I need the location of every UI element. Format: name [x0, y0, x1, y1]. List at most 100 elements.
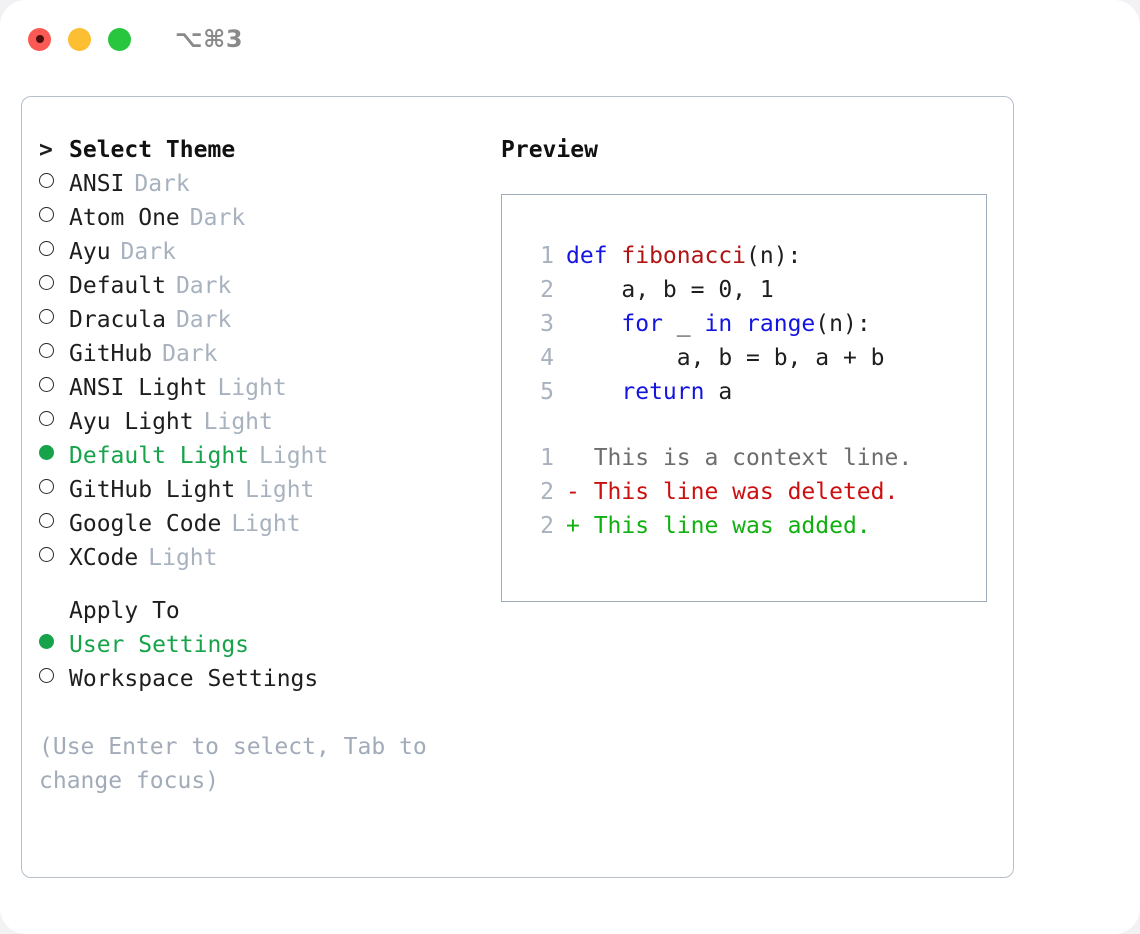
code-token-kw: for: [621, 311, 663, 337]
radio-unselected-icon[interactable]: [39, 547, 69, 565]
theme-variant-tag: Light: [231, 511, 301, 537]
radio-glyph: [39, 275, 54, 290]
keyboard-shortcut-label: ⌥⌘3: [175, 25, 244, 53]
code-token-kw: return: [621, 379, 705, 405]
diff-sign: [566, 441, 580, 475]
preview-gap: [520, 409, 986, 441]
code-line: 3 for _ in range(n):: [520, 307, 986, 341]
close-button[interactable]: [28, 27, 51, 51]
diff-line-text: This is a context line.: [579, 445, 913, 471]
radio-unselected-icon[interactable]: [39, 377, 69, 395]
diff-line-ctx: 1 This is a context line.: [520, 441, 986, 475]
theme-variant-tag: Light: [203, 409, 273, 435]
diff-line-number: 2: [540, 479, 554, 505]
radio-unselected-icon[interactable]: [39, 241, 69, 259]
radio-unselected-icon[interactable]: [39, 479, 69, 497]
radio-glyph: [39, 513, 54, 528]
maximize-button[interactable]: [108, 27, 131, 51]
apply-to-option-workspace-settings[interactable]: Workspace Settings: [39, 666, 499, 700]
theme-variant-tag: Dark: [134, 171, 190, 197]
theme-option-label: Ayu Light: [69, 409, 194, 435]
theme-variant-tag: Light: [217, 375, 287, 401]
theme-option-google-code[interactable]: Google Code Light: [39, 511, 499, 545]
code-token-plain: a: [704, 379, 733, 405]
apply-to-option-user-settings[interactable]: User Settings: [39, 632, 499, 666]
radio-unselected-icon[interactable]: [39, 173, 69, 191]
code-token-kw: range: [746, 311, 816, 337]
diff-line-del: 2- This line was deleted.: [520, 475, 986, 509]
code-token-plain: [566, 311, 621, 337]
minimize-button[interactable]: [68, 27, 91, 51]
code-token-fn: fibonacci: [621, 243, 747, 269]
theme-option-ayu-light[interactable]: Ayu Light Light: [39, 409, 499, 443]
theme-option-dracula[interactable]: Dracula Dark: [39, 307, 499, 341]
theme-option-label: Atom One: [69, 205, 180, 231]
radio-glyph: [39, 377, 54, 392]
hint-spacer: [39, 700, 499, 730]
theme-option-label: ANSI: [69, 171, 125, 197]
radio-unselected-icon[interactable]: [39, 309, 69, 327]
radio-selected-icon[interactable]: [39, 634, 69, 652]
radio-glyph: [39, 479, 54, 494]
radio-glyph: [39, 668, 54, 683]
theme-variant-tag: Dark: [120, 239, 176, 265]
theme-variant-tag: Dark: [175, 307, 232, 333]
apply-to-option-label: Workspace Settings: [69, 666, 319, 692]
radio-unselected-icon[interactable]: [39, 668, 69, 686]
radio-glyph: [39, 547, 54, 562]
title-bar: ⌥⌘3: [0, 0, 1140, 78]
diff-line-text: This line was deleted.: [579, 479, 899, 505]
theme-option-label: GitHub: [69, 341, 153, 367]
radio-unselected-icon[interactable]: [39, 513, 69, 531]
code-token-kw: def: [566, 243, 622, 269]
theme-variant-tag: Light: [245, 477, 315, 503]
theme-option-label: Google Code: [69, 511, 222, 537]
code-line-text: a, b = b, a + b: [566, 341, 885, 375]
radio-unselected-icon[interactable]: [39, 411, 69, 429]
apply-to-option-label: User Settings: [69, 632, 250, 658]
code-token-plain: a, b = 0, 1: [566, 277, 774, 303]
list-spacer: [39, 579, 499, 598]
radio-glyph: [39, 241, 54, 256]
preview-title: Preview: [501, 137, 598, 163]
code-line: 4 a, b = b, a + b: [520, 341, 986, 375]
theme-option-label: Dracula: [69, 307, 166, 333]
code-line-number: 3: [540, 311, 554, 337]
code-line-text: for _ in range(n):: [566, 307, 870, 341]
theme-variant-tag: Dark: [162, 341, 218, 367]
diff-sample: 1 This is a context line.2- This line wa…: [520, 441, 986, 543]
keyboard-hint-text: (Use Enter to select, Tab to change focu…: [39, 734, 427, 794]
code-line: 5 return a: [520, 375, 986, 409]
window-controls: [28, 27, 131, 51]
select-theme-heading-label: Select Theme: [69, 137, 236, 163]
theme-option-ansi-light[interactable]: ANSI Light Light: [39, 375, 499, 409]
theme-option-github[interactable]: GitHub Dark: [39, 341, 499, 375]
radio-selected-icon[interactable]: [39, 445, 69, 463]
theme-option-label: ANSI Light: [69, 375, 208, 401]
code-line-text: return a: [566, 375, 732, 409]
diff-line-number: 2: [540, 513, 554, 539]
radio-unselected-icon[interactable]: [39, 207, 69, 225]
code-line-number: 2: [540, 277, 554, 303]
radio-unselected-icon[interactable]: [39, 343, 69, 361]
apply-to-heading-label: Apply To: [69, 598, 180, 624]
code-token-plain: a, b = b, a + b: [566, 345, 885, 371]
diff-line-text: This line was added.: [579, 513, 871, 539]
code-line-text: def fibonacci(n):: [566, 239, 801, 273]
code-token-plain: _: [662, 311, 705, 337]
theme-option-label: Default: [69, 273, 166, 299]
theme-variant-tag: Dark: [175, 273, 232, 299]
theme-option-default[interactable]: Default Dark: [39, 273, 499, 307]
theme-option-ansi[interactable]: ANSI Dark: [39, 171, 499, 205]
radio-unselected-icon[interactable]: [39, 275, 69, 293]
